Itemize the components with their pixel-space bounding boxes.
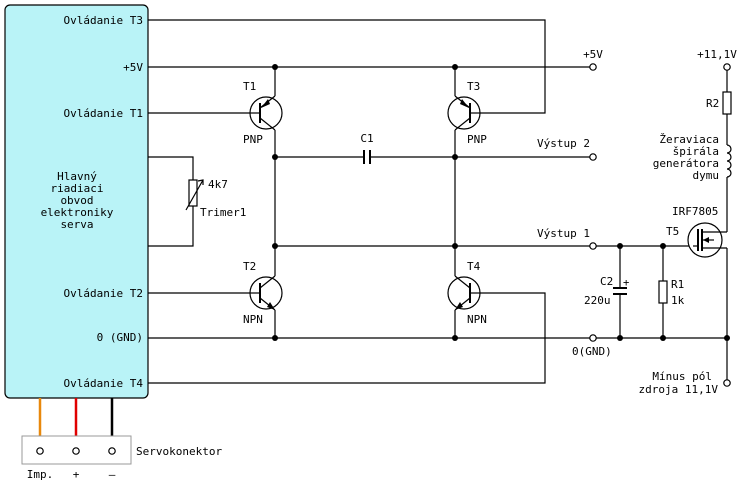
trimmer-arrow-head xyxy=(197,179,204,185)
servo-pin-label: — xyxy=(109,468,116,481)
servo-pin-imp xyxy=(36,447,44,455)
pin-label-gnd: 0 (GND) xyxy=(97,331,143,344)
transistor-t3-name: T3 xyxy=(467,80,480,93)
block-title-line: riadiaci xyxy=(51,182,104,195)
transistor-t1 xyxy=(249,95,283,131)
junction-dot xyxy=(452,335,458,341)
pin-label-t3: Ovládanie T3 xyxy=(64,14,143,27)
junction-dot xyxy=(272,335,278,341)
terminal-5v-label: +5V xyxy=(583,48,603,61)
pin-label-5v: +5V xyxy=(123,61,143,74)
terminal-gnd-label: 0(GND) xyxy=(572,345,612,358)
resistor-r1 xyxy=(658,280,668,304)
block-title-line: Hlavný xyxy=(57,170,97,183)
junction-dot xyxy=(452,154,458,160)
mosfet-t5-name: T5 xyxy=(666,225,679,238)
resistor-r1-name: R1 xyxy=(671,278,684,291)
pin-label-t4: Ovládanie T4 xyxy=(64,377,144,390)
junction-dot xyxy=(452,64,458,70)
servo-pin-label: Imp. xyxy=(27,468,54,481)
transistor-t4-type: NPN xyxy=(467,313,487,326)
transistor-t2-name: T2 xyxy=(243,260,256,273)
terminal-minus-label: zdroja 11,1V xyxy=(639,383,719,396)
servo-pin-plus xyxy=(72,447,80,455)
block-title-line: serva xyxy=(60,218,93,231)
servo-pin-label: + xyxy=(73,468,80,481)
terminal-vystup1-label: Výstup 1 xyxy=(537,227,590,240)
transistor-t2 xyxy=(249,275,283,311)
heater-coil xyxy=(726,144,732,178)
heater-label-line: Žeraviaca xyxy=(659,133,719,146)
terminal-gnd xyxy=(589,334,597,342)
terminal-vystup2 xyxy=(589,153,597,161)
transistor-t4-name: T4 xyxy=(467,260,481,273)
terminal-11v-label: +11,1V xyxy=(697,48,737,61)
wire-trimmer-bottom xyxy=(148,206,194,247)
terminal-vystup1 xyxy=(589,242,597,250)
block-title-line: elektroniky xyxy=(41,206,114,219)
trimmer-value: 4k7 xyxy=(208,178,228,191)
resistor-r2 xyxy=(722,91,732,115)
mosfet-t5-type: IRF7805 xyxy=(672,205,718,218)
junction-dot xyxy=(452,243,458,249)
capacitor-c1-label: C1 xyxy=(360,132,373,145)
heater-label-line: dymu xyxy=(693,169,720,182)
trimmer-name: Trimer1 xyxy=(200,206,246,219)
wire-t4-control xyxy=(148,292,546,384)
capacitor-c2-value: 220u xyxy=(584,294,611,307)
terminal-minus-label: Mínus pól xyxy=(652,370,712,383)
heater-label-line: generátora xyxy=(653,157,719,170)
resistor-r2-name: R2 xyxy=(706,97,719,110)
transistor-t2-type: NPN xyxy=(243,313,263,326)
junction-dot xyxy=(272,154,278,160)
block-title-line: obvod xyxy=(60,194,93,207)
capacitor-c2-name: C2 xyxy=(600,275,613,288)
resistor-r1-value: 1k xyxy=(671,294,685,307)
heater-label-line: špirála xyxy=(673,145,719,158)
transistor-t3-type: PNP xyxy=(467,133,487,146)
pin-label-t2: Ovládanie T2 xyxy=(64,287,143,300)
servo-connector-label: Servokonektor xyxy=(136,445,222,458)
junction-dot xyxy=(272,64,278,70)
terminal-minus xyxy=(723,379,731,387)
junction-dot xyxy=(272,243,278,249)
trimmer-adjust-arrow xyxy=(185,179,204,211)
transistor-t3 xyxy=(447,95,481,131)
terminal-5v xyxy=(589,63,597,71)
transistor-t4 xyxy=(447,275,481,311)
terminal-vystup2-label: Výstup 2 xyxy=(537,137,590,150)
trimmer-body xyxy=(188,179,198,207)
pin-label-t1: Ovládanie T1 xyxy=(64,107,143,120)
transistor-t1-type: PNP xyxy=(243,133,263,146)
servo-pin-minus xyxy=(108,447,116,455)
wire-trimmer-top xyxy=(148,156,194,180)
capacitor-c2-polarity: + xyxy=(623,277,629,289)
terminal-11v xyxy=(723,63,731,71)
transistor-t1-name: T1 xyxy=(243,80,256,93)
mosfet-t5 xyxy=(687,222,727,258)
